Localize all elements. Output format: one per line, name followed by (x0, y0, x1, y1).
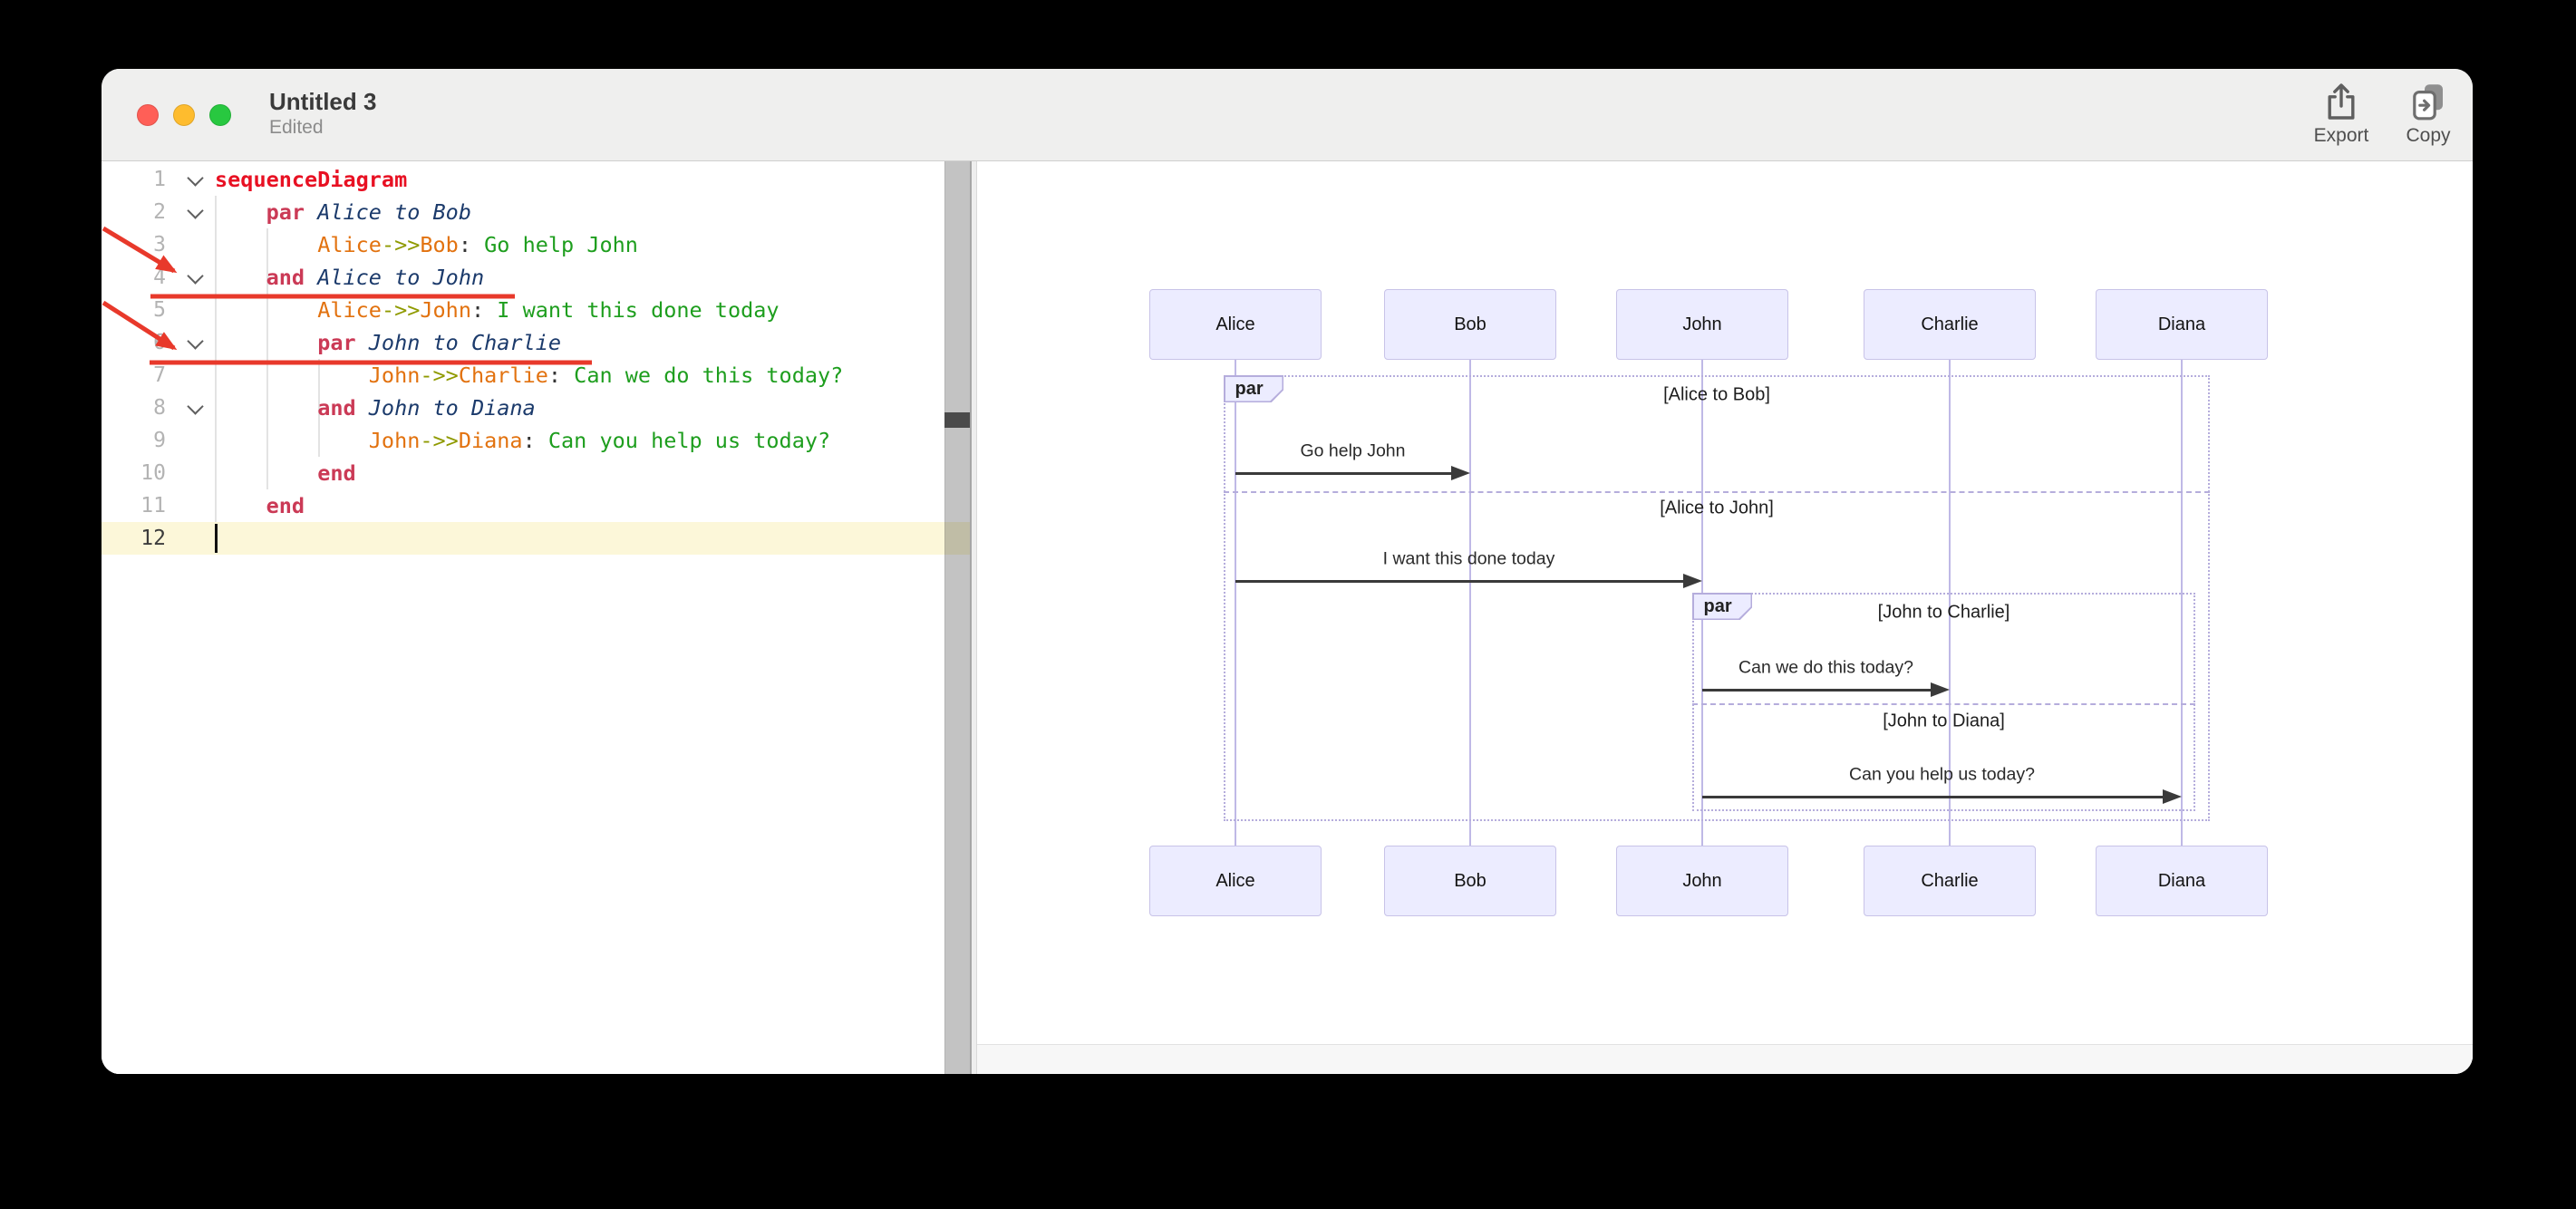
par-label: par (1224, 375, 1283, 402)
actor-box-bottom: Charlie (1864, 846, 2036, 916)
current-line-highlight (102, 522, 970, 555)
par-section-divider (1692, 703, 2195, 705)
actor-lifeline (1234, 360, 1237, 846)
indent-guide (266, 228, 268, 489)
export-label: Export (2313, 125, 2369, 146)
app-window: Untitled 3 Edited Export Copy (102, 69, 2473, 1074)
code-line: Alice->>John: I want this done today (317, 297, 780, 323)
line-number: 10 (140, 461, 166, 485)
zoom-button[interactable] (209, 104, 231, 126)
line-number: 4 (153, 266, 166, 289)
actor-box-top: Diana (2096, 289, 2268, 360)
fold-chevron-icon[interactable] (187, 169, 204, 187)
code-editor[interactable]: 1 sequenceDiagram 2 par Alice to Bob 3 Alic… (102, 161, 970, 1074)
window-title: Untitled 3 (269, 88, 377, 115)
par-section-label: [John to Diana] (1883, 711, 2005, 731)
message-label: Can you help us today? (1849, 764, 2035, 785)
fold-chevron-icon[interactable] (187, 267, 204, 285)
message-arrow-line (1702, 688, 1935, 692)
line-number: 8 (153, 396, 166, 420)
code-line: end (317, 460, 356, 486)
pane-divider[interactable] (970, 161, 977, 1074)
message-arrow-line (1702, 795, 2167, 798)
text-cursor (215, 524, 218, 553)
code-line: par John to Charlie (317, 330, 562, 355)
code-line: John->>Charlie: Can we do this today? (368, 363, 844, 388)
code-line: John->>Diana: Can you help us today? (368, 428, 831, 453)
message-arrowhead (2163, 789, 2182, 804)
line-number: 5 (153, 298, 166, 322)
line-number: 1 (153, 168, 166, 191)
line-number: 11 (140, 494, 166, 517)
actor-lifeline (1948, 360, 1951, 846)
line-number: 9 (153, 429, 166, 452)
line-number: 7 (153, 363, 166, 387)
diagram-footer (977, 1044, 2473, 1074)
message-label: I want this done today (1382, 548, 1555, 569)
par-block (1692, 593, 2195, 811)
message-arrowhead (1451, 466, 1470, 480)
line-number: 6 (153, 331, 166, 354)
title-block: Untitled 3 Edited (269, 88, 376, 140)
actor-lifeline (2180, 360, 2184, 846)
editor-scrollbar-thumb[interactable] (944, 412, 970, 428)
message-arrow-line (1235, 579, 1688, 583)
actor-box-top: Bob (1384, 289, 1556, 360)
actor-lifeline (1468, 360, 1472, 846)
message-label: Go help John (1300, 440, 1406, 461)
copy-label: Copy (2406, 125, 2451, 146)
minimize-button[interactable] (173, 104, 195, 126)
editor-scrollbar-track[interactable] (944, 161, 972, 1074)
copy-icon (2413, 84, 2443, 121)
export-button[interactable]: Export (2291, 80, 2391, 147)
message-arrowhead (1683, 574, 1702, 588)
code-line: par Alice to Bob (266, 199, 471, 225)
actor-box-top: Alice (1149, 289, 1322, 360)
window-status: Edited (269, 117, 324, 138)
title-bar[interactable]: Untitled 3 Edited Export Copy (102, 69, 2473, 161)
actor-box-bottom: Bob (1384, 846, 1556, 916)
fold-chevron-icon[interactable] (187, 202, 204, 219)
copy-button[interactable]: Copy (2378, 80, 2473, 147)
par-section-label: [John to Charlie] (1877, 602, 2010, 623)
par-section-divider (1224, 491, 2210, 493)
message-arrowhead (1931, 682, 1950, 697)
indent-guide (318, 359, 320, 457)
line-number: 2 (153, 200, 166, 224)
par-block (1224, 375, 2210, 821)
share-export-icon (2328, 83, 2355, 120)
code-line: and Alice to John (266, 265, 485, 290)
code-line: end (266, 493, 305, 518)
actor-box-bottom: Alice (1149, 846, 1322, 916)
line-number: 12 (140, 527, 166, 550)
par-label: par (1692, 593, 1752, 620)
message-label: Can we do this today? (1738, 657, 1913, 678)
message-arrow-line (1235, 471, 1456, 475)
fold-chevron-icon[interactable] (187, 333, 204, 350)
code-line: Alice->>Bob: Go help John (317, 232, 638, 257)
par-section-label: [Alice to Bob] (1663, 384, 1770, 405)
par-section-label: [Alice to John] (1660, 498, 1774, 518)
close-button[interactable] (137, 104, 159, 126)
indent-guide (215, 196, 217, 522)
actor-box-top: John (1616, 289, 1788, 360)
fold-chevron-icon[interactable] (187, 398, 204, 415)
actor-box-bottom: Diana (2096, 846, 2268, 916)
actor-box-bottom: John (1616, 846, 1788, 916)
code-line: sequenceDiagram (215, 167, 408, 192)
actor-box-top: Charlie (1864, 289, 2036, 360)
line-number: 3 (153, 233, 166, 256)
content-area: 1 sequenceDiagram 2 par Alice to Bob 3 Alic… (102, 161, 2473, 1074)
code-line: and John to Diana (317, 395, 536, 421)
